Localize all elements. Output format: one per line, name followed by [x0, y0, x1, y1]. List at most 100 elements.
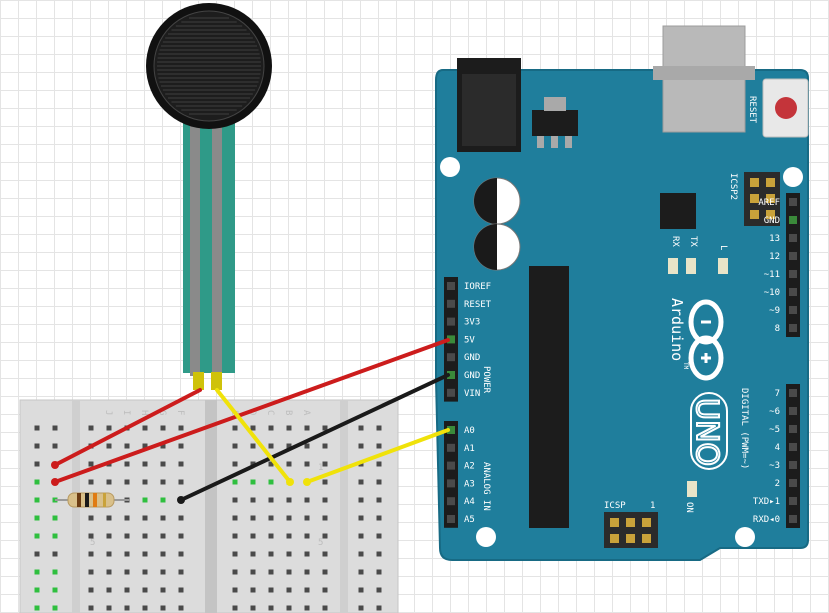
breadboard-hole — [106, 587, 112, 593]
analog-pin-a0[interactable] — [447, 426, 455, 434]
resistor-band-3 — [93, 493, 97, 507]
digital-pin-2[interactable] — [789, 479, 797, 487]
power-pin-gnd[interactable] — [447, 371, 455, 379]
digital-pin-label: 12 — [769, 252, 780, 262]
icsp2-pin — [750, 210, 759, 219]
power-rail-divider-right — [340, 400, 348, 613]
breadboard-hole — [304, 425, 310, 431]
power-pin-vin[interactable] — [447, 388, 455, 397]
breadboard-hole — [304, 533, 310, 539]
analog-pin-a4[interactable] — [447, 497, 455, 506]
on-label: ON — [684, 502, 694, 513]
analog-pin-a3[interactable] — [447, 479, 455, 488]
digital-pin-label: ~6 — [769, 407, 780, 417]
analog-pin-a1[interactable] — [447, 443, 455, 452]
breadboard-hole — [376, 461, 382, 467]
breadboard-hole — [178, 569, 184, 575]
digital-pin-5[interactable] — [789, 425, 797, 433]
breadboard-hole — [322, 551, 328, 557]
breadboard-hole — [232, 425, 238, 431]
analog-pin-label: A5 — [464, 515, 475, 525]
l-led — [718, 258, 728, 274]
sensor-trace-right — [212, 118, 222, 376]
wire-end — [286, 478, 294, 486]
power-pin-label: IOREF — [464, 282, 491, 292]
breadboard-hole — [160, 515, 166, 521]
power-pin-ioref[interactable] — [447, 282, 455, 290]
power-pin-gnd[interactable] — [447, 353, 455, 362]
breadboard-hole — [160, 605, 166, 611]
power-pin-5v[interactable] — [447, 335, 455, 344]
rx-led — [668, 258, 678, 274]
icsp2-label: ICSP2 — [728, 173, 738, 200]
breadboard-hole — [124, 551, 130, 557]
digital-pin-rxd0[interactable] — [789, 515, 797, 523]
digital-pin-12[interactable] — [789, 252, 797, 260]
digital-pin-13[interactable] — [789, 234, 797, 242]
icsp2-pin — [766, 178, 775, 187]
resistor — [55, 492, 130, 508]
digital-pin-9[interactable] — [789, 306, 797, 314]
breadboard-hole — [178, 461, 184, 467]
digital-pin-txd1[interactable] — [789, 497, 797, 505]
breadboard-hole — [286, 587, 292, 593]
mount-hole-4 — [735, 527, 755, 547]
digital-pin-4[interactable] — [789, 443, 797, 451]
regulator-tab — [544, 97, 566, 111]
wire-end — [51, 461, 59, 469]
resistor-band-4 — [103, 493, 106, 507]
reset-button-cap[interactable] — [775, 97, 797, 119]
breadboard-hole — [286, 515, 292, 521]
breadboard-hole — [142, 569, 148, 575]
breadboard-hole — [34, 461, 40, 467]
breadboard-hole — [268, 569, 274, 575]
breadboard-hole — [358, 425, 364, 431]
digital-pin-6[interactable] — [789, 407, 797, 415]
breadboard-hole — [286, 497, 292, 503]
power-pin-label: GND — [464, 371, 480, 381]
analog-pin-label: A3 — [464, 479, 475, 489]
model-name: UNO — [689, 398, 724, 466]
digital-pin-label: ~9 — [769, 306, 780, 316]
breadboard-hole — [124, 587, 130, 593]
usb-chip — [660, 193, 696, 229]
icsp-pin — [626, 518, 635, 527]
analog-pin-a5[interactable] — [447, 515, 455, 523]
power-pin-3v3[interactable] — [447, 317, 455, 326]
breadboard-hole — [124, 443, 130, 449]
breadboard-hole — [178, 605, 184, 611]
wire-yellow-sensor — [215, 388, 292, 484]
breadboard-hole — [160, 479, 166, 485]
breadboard-hole — [52, 569, 58, 575]
breadboard-hole — [322, 425, 328, 431]
breadboard-hole — [376, 497, 382, 503]
tx-label: TX — [688, 236, 698, 247]
digital-pin-10[interactable] — [789, 288, 797, 296]
breadboard-hole — [160, 425, 166, 431]
regulator-leg-3 — [565, 136, 572, 148]
digital-pin-aref[interactable] — [789, 198, 797, 206]
power-pin-reset[interactable] — [447, 299, 455, 308]
analog-strip — [444, 421, 458, 528]
l-label: L — [718, 245, 728, 250]
breadboard-hole — [304, 515, 310, 521]
breadboard-hole — [232, 479, 238, 485]
digital-pin-gnd[interactable] — [789, 216, 797, 224]
digital-pin-7[interactable] — [789, 389, 797, 397]
breadboard-hole — [34, 425, 40, 431]
breadboard-hole — [52, 425, 58, 431]
analog-pin-a2[interactable] — [447, 461, 455, 470]
breadboard-hole — [232, 461, 238, 467]
digital-pin-11[interactable] — [789, 270, 797, 278]
digital-pin-8[interactable] — [789, 324, 797, 332]
breadboard-hole — [34, 443, 40, 449]
digital-pin-3[interactable] — [789, 461, 797, 469]
breadboard-hole — [142, 587, 148, 593]
breadboard-hole — [304, 587, 310, 593]
breadboard-hole — [376, 515, 382, 521]
breadboard-hole — [376, 587, 382, 593]
breadboard-hole — [52, 587, 58, 593]
breadboard-hole — [106, 425, 112, 431]
